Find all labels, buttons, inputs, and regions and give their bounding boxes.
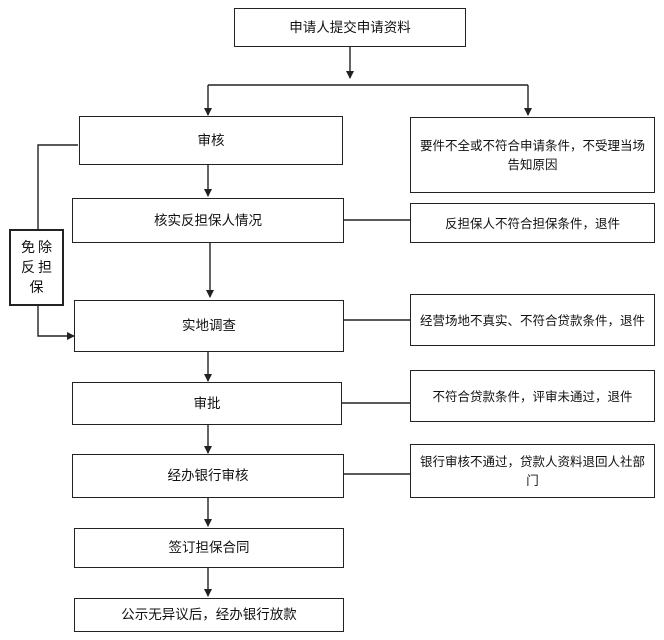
node-release-loan: 公示无异议后，经办银行放款 [74, 598, 344, 632]
node-approval: 审批 [72, 382, 342, 425]
note-site-fail: 经营场地不真实、不符合贷款条件，退件 [410, 294, 655, 346]
note-bank-fail: 银行审核不通过，贷款人资料退回人社部门 [410, 444, 655, 498]
node-review: 审核 [79, 116, 343, 165]
note-approval-fail: 不符合贷款条件，评审未通过，退件 [410, 370, 655, 422]
exemption-box: 免除反担保 [9, 229, 64, 306]
node-submit-application: 申请人提交申请资料 [234, 8, 466, 47]
node-site-survey: 实地调查 [74, 300, 344, 352]
node-verify-guarantor: 核实反担保人情况 [72, 198, 344, 243]
note-incomplete: 要件不全或不符合申请条件，不受理当场告知原因 [410, 117, 655, 193]
node-sign-contract: 签订担保合同 [74, 528, 344, 568]
note-guarantor-fail: 反担保人不符合担保条件，退件 [410, 203, 655, 243]
node-bank-review: 经办银行审核 [72, 454, 344, 498]
